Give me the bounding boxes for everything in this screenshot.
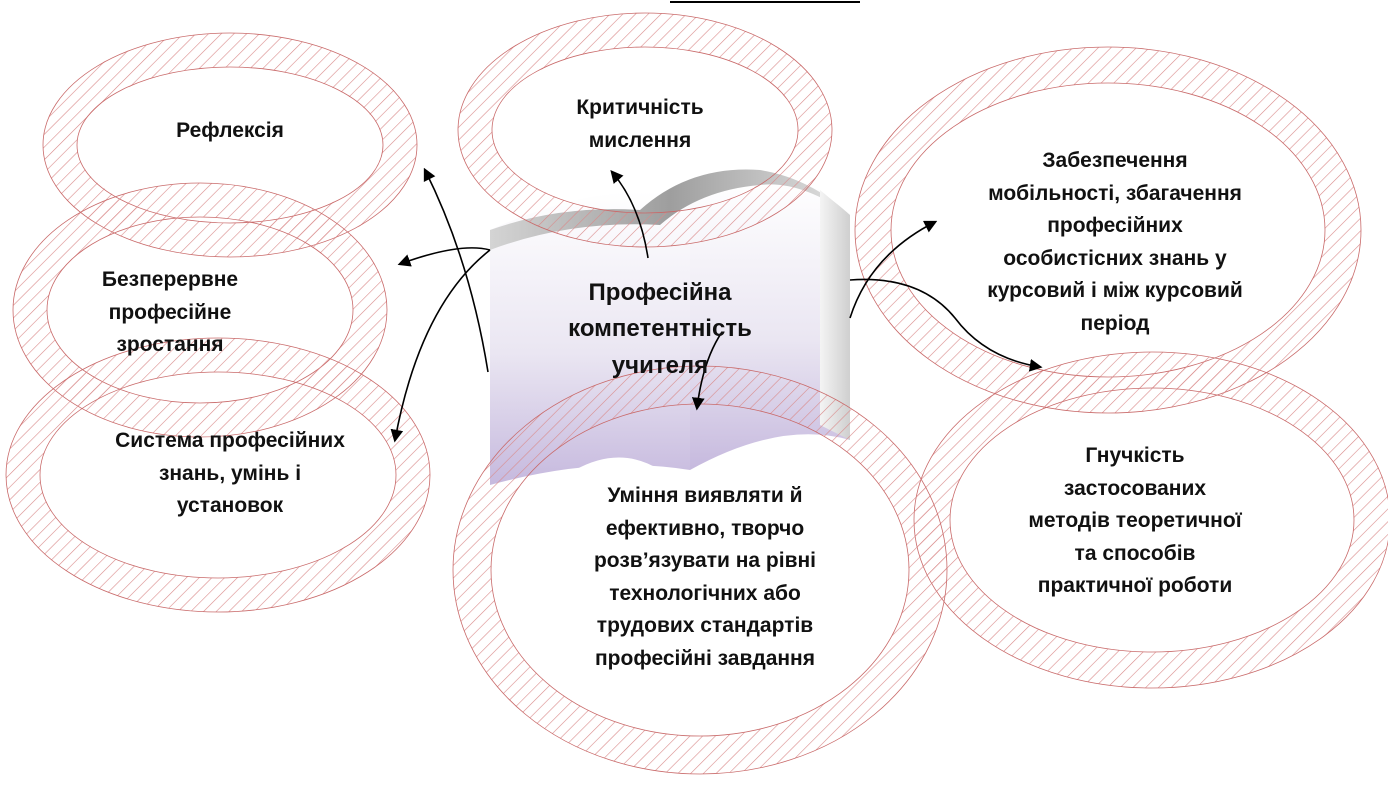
label-line: методів теоретичної bbox=[1028, 509, 1242, 533]
ring-critical-thinking bbox=[457, 12, 833, 248]
label-flexibility: Гнучкість застосованих методів теоретичн… bbox=[990, 440, 1280, 603]
label-line: ефективно, творчо bbox=[605, 516, 805, 540]
label-line: особистісних знань у bbox=[1003, 246, 1227, 270]
arrow-to-mobility bbox=[849, 220, 938, 319]
ring-continuous-growth bbox=[12, 182, 388, 438]
label-line: Уміння виявляти й bbox=[607, 484, 803, 507]
label-line: професійних bbox=[1047, 214, 1183, 238]
label-line: застосованих bbox=[1063, 476, 1207, 500]
arrow-to-flexibility bbox=[849, 278, 1043, 372]
label-line: технологічних або bbox=[609, 581, 801, 605]
label-line: професійні завдання bbox=[595, 646, 815, 670]
arrow-to-critical-thinking bbox=[610, 170, 649, 259]
arrow-to-problem-solving bbox=[691, 331, 723, 411]
center-title-line: учителя bbox=[611, 351, 709, 379]
center-title-line: компетентність bbox=[568, 315, 752, 343]
arrow-to-reflection bbox=[423, 167, 489, 373]
label-line: зростання bbox=[116, 333, 224, 357]
label-line: Безперервне bbox=[101, 268, 239, 291]
label-knowledge-system: Система професійних знань, умінь і устан… bbox=[60, 425, 400, 523]
label-line: трудових стандартів bbox=[596, 614, 814, 638]
label-line: професійне bbox=[108, 300, 232, 324]
label-continuous-growth: Безперервне професійне зростання bbox=[55, 264, 285, 362]
center-title-line: Професійна bbox=[588, 279, 732, 306]
label-problem-solving: Уміння виявляти й ефективно, творчо розв… bbox=[560, 480, 850, 675]
label-mobility: Забезпечення мобільності, збагачення про… bbox=[950, 145, 1280, 340]
ring-knowledge-system bbox=[5, 337, 431, 613]
label-line: Система професійних bbox=[115, 429, 345, 452]
label-line: установок bbox=[176, 494, 284, 518]
arrow-to-continuous-growth bbox=[397, 247, 491, 267]
label-reflection: Рефлексія bbox=[120, 115, 340, 148]
label-line: мобільності, збагачення bbox=[988, 181, 1242, 205]
label-line: Критичність bbox=[576, 96, 704, 119]
label-line: Рефлексія bbox=[176, 119, 284, 142]
label-line: знань, умінь і bbox=[158, 461, 302, 485]
label-line: та способів bbox=[1074, 541, 1196, 565]
label-line: Гнучкість bbox=[1085, 444, 1185, 467]
label-line: розв’язувати на рівні bbox=[593, 549, 817, 573]
ring-reflection bbox=[42, 32, 418, 258]
label-line: практичної роботи bbox=[1037, 574, 1233, 598]
arrow-to-knowledge-system bbox=[390, 249, 491, 443]
center-title: Професійна компетентність учителя bbox=[540, 275, 780, 384]
label-line: курсовий і між курсовий bbox=[987, 279, 1243, 303]
label-line: мислення bbox=[588, 128, 692, 152]
label-critical-thinking: Критичність мислення bbox=[530, 92, 750, 157]
label-line: Забезпечення bbox=[1042, 149, 1188, 172]
label-line: період bbox=[1080, 311, 1150, 335]
